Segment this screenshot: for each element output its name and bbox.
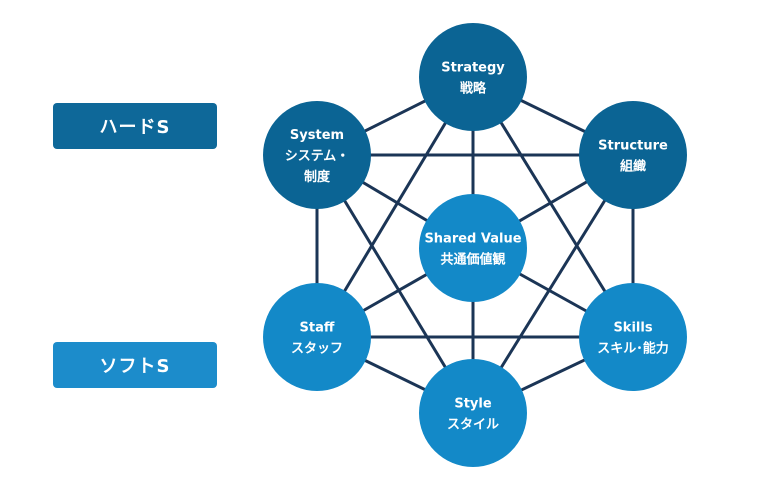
nodes: Strategy 戦略 System システム・制度 Structure 組織 Shared… <box>263 23 687 467</box>
node-title: System <box>290 128 344 143</box>
node-staff: Staff スタッフ <box>263 283 371 391</box>
node-subtitle: 組織 <box>620 159 646 175</box>
node-circle <box>419 23 527 131</box>
node-title: Skills <box>613 321 652 336</box>
node-circle <box>579 283 687 391</box>
node-style: Style スタイル <box>419 359 527 467</box>
node-circle <box>579 101 687 209</box>
node-structure: Structure 組織 <box>579 101 687 209</box>
node-title: Style <box>454 397 492 412</box>
node-circle <box>263 283 371 391</box>
node-shared-value: Shared Value 共通価値観 <box>419 194 527 302</box>
node-title: Structure <box>598 139 668 154</box>
hard-s-label: ハードS <box>53 103 217 149</box>
node-subtitle: 共通価値観 <box>440 252 505 268</box>
node-circle <box>419 359 527 467</box>
node-subtitle: システム・ <box>285 149 350 164</box>
node-subtitle: 制度 <box>304 169 331 185</box>
node-circle <box>419 194 527 302</box>
node-title: Shared Value <box>424 232 521 247</box>
node-circle <box>263 101 371 209</box>
node-title: Strategy <box>441 61 505 76</box>
node-strategy: Strategy 戦略 <box>419 23 527 131</box>
node-title: Staff <box>300 321 335 336</box>
node-subtitle: スタイル <box>447 418 499 433</box>
node-subtitle: スタッフ <box>291 342 343 357</box>
soft-s-label: ソフトS <box>53 342 217 388</box>
node-subtitle: スキル･能力 <box>597 341 669 357</box>
node-skills: Skills スキル･能力 <box>579 283 687 391</box>
node-subtitle: 戦略 <box>460 81 487 97</box>
node-system: System システム・制度 <box>263 101 371 209</box>
